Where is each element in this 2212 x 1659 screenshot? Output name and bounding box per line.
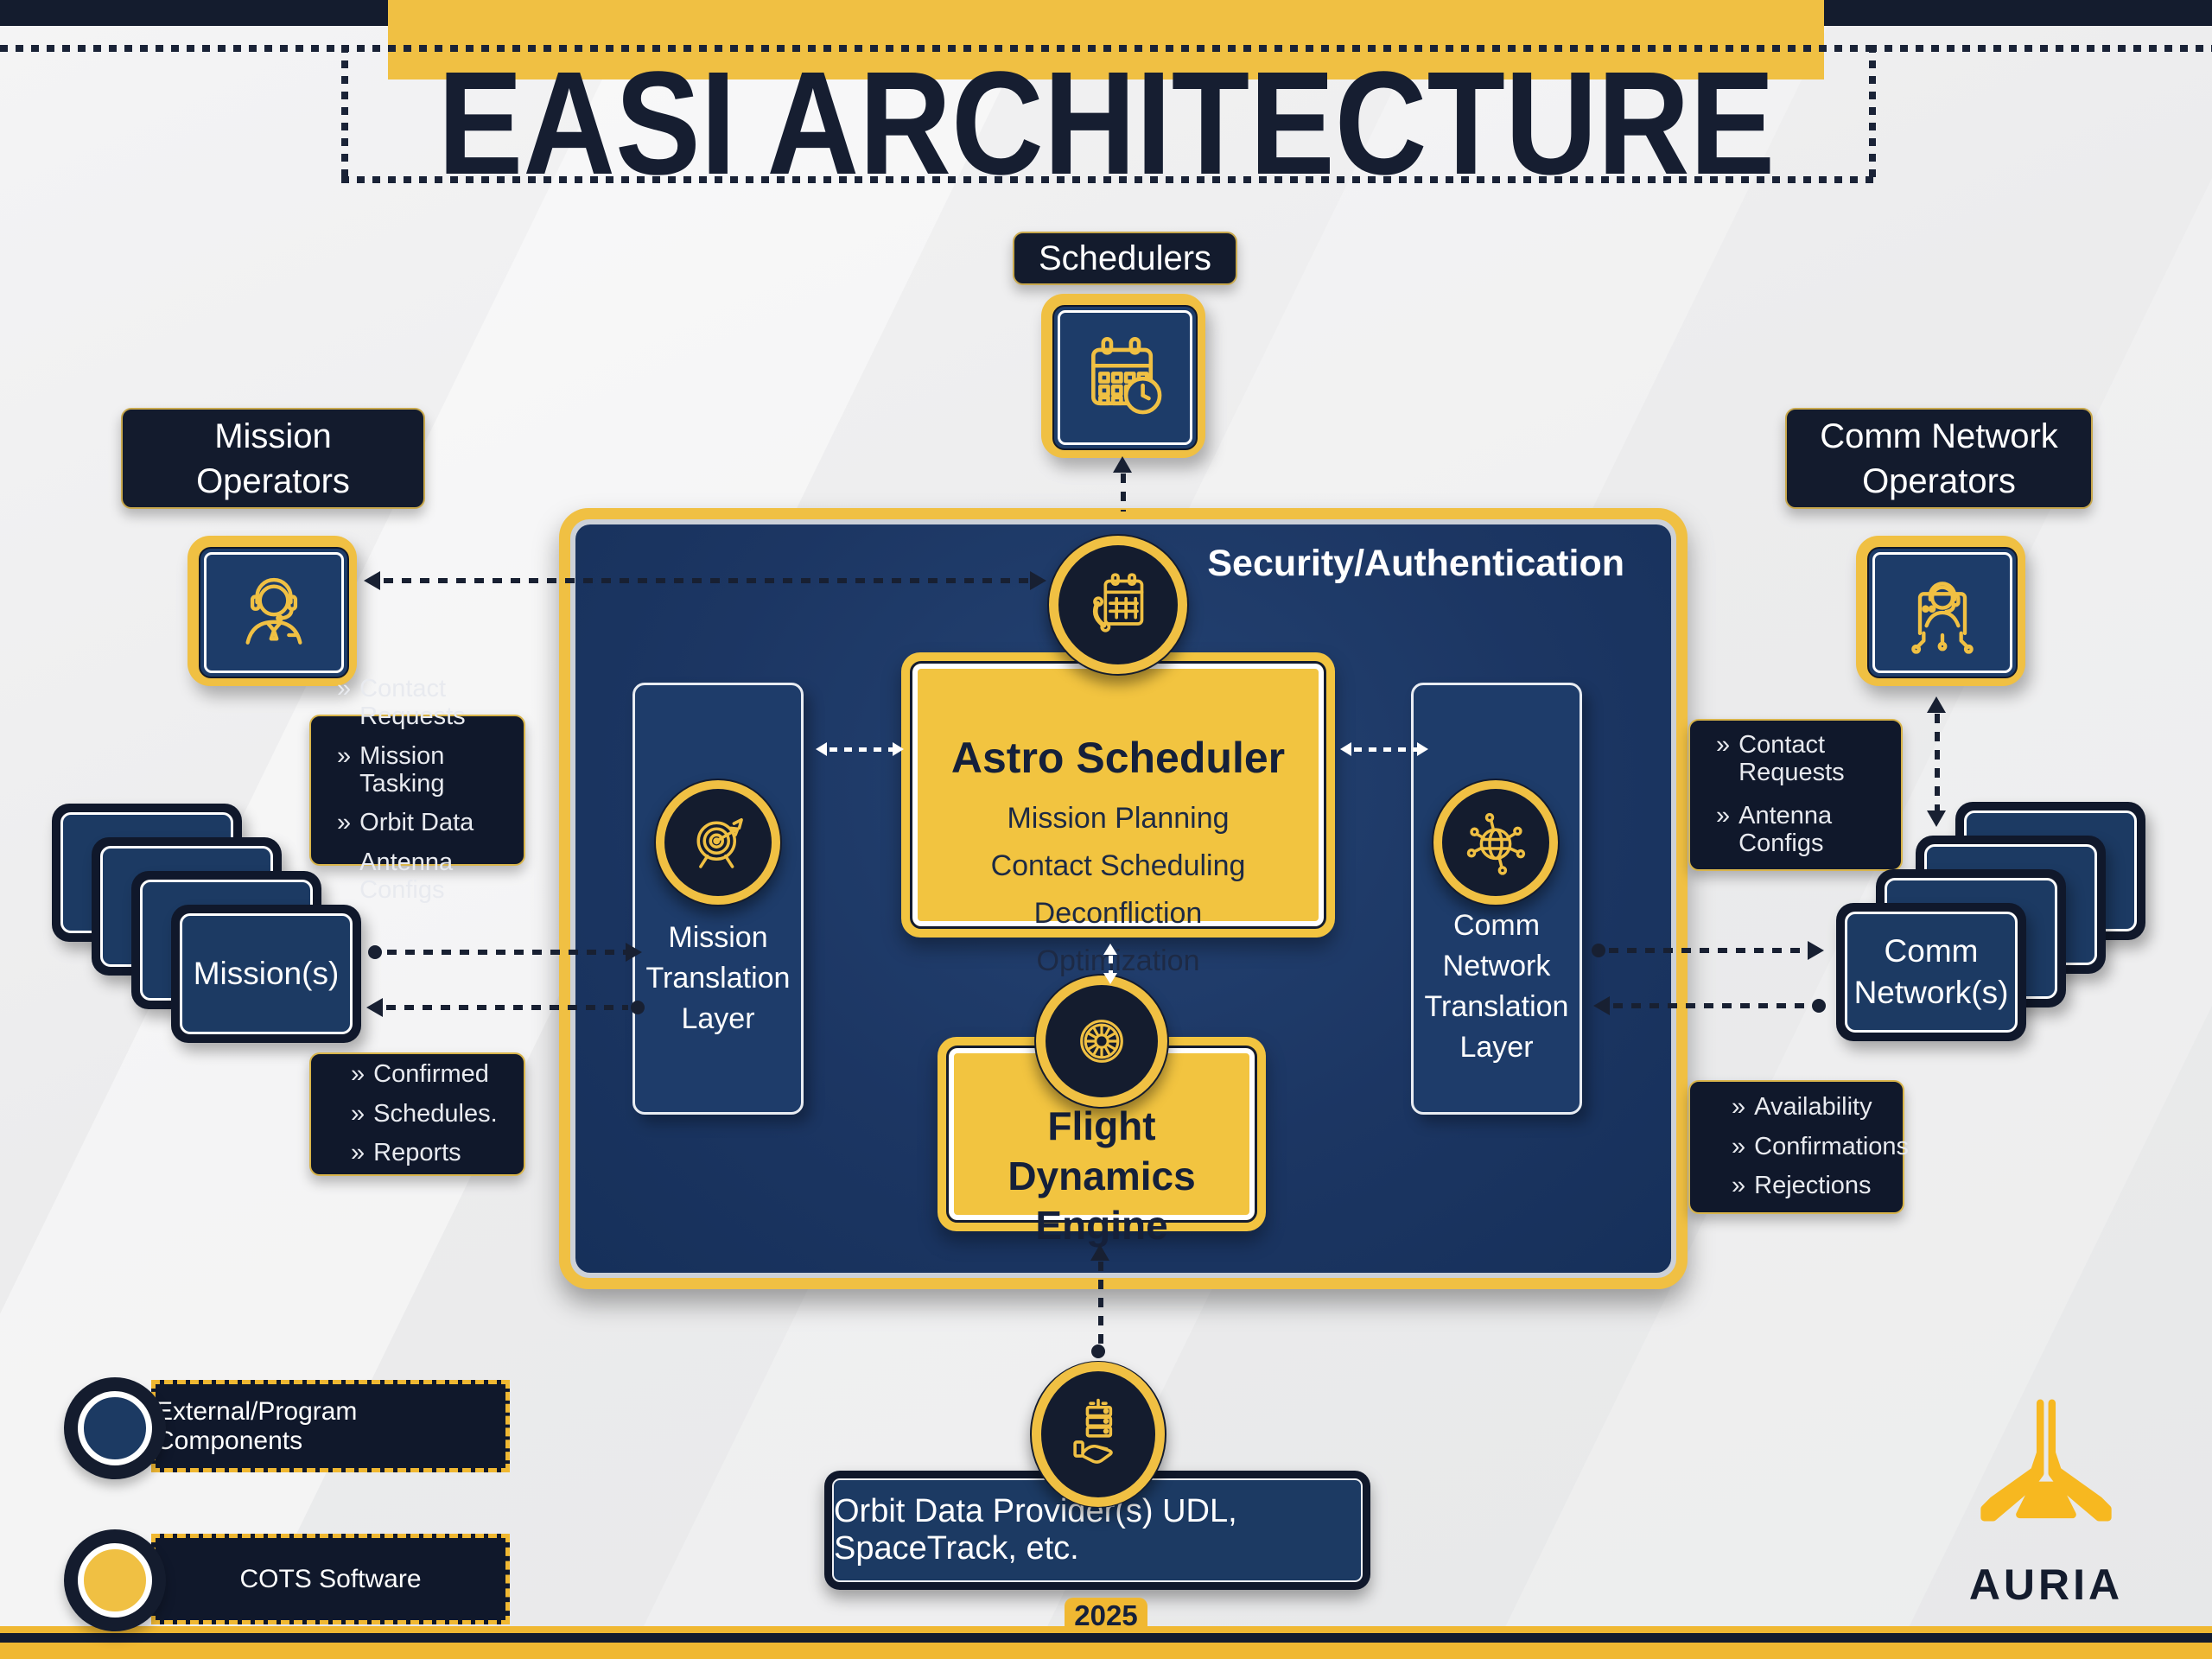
flight-dynamics-engine-label: Flight Dynamics Engine (1007, 1103, 1196, 1248)
missions-card-label: Mission(s) (180, 913, 353, 1034)
mission-outputs-list: »Confirmed »Schedules. »Reports (309, 1052, 525, 1176)
legend-cots-label: COTS Software (151, 1534, 510, 1624)
globe-network-icon (1466, 812, 1526, 875)
list-item: »Contact Requests (337, 674, 466, 730)
list-item: »Orbit Data (337, 809, 474, 837)
comm-inputs-list: »Contact Requests »Antenna Configs (1688, 719, 1903, 871)
title-dash-vleft (341, 45, 348, 183)
comm-operators-label: Comm Network Operators (1785, 408, 2093, 509)
astro-scheduler-functions: Mission Planning Contact Scheduling Deco… (990, 802, 1246, 978)
legend-external-label: External/Program Components (151, 1380, 510, 1472)
flight-dynamics-badge (1034, 974, 1169, 1109)
schedulers-tile (1041, 294, 1205, 458)
server-hand-icon (1073, 1398, 1113, 1464)
list-item: »Confirmed (351, 1059, 489, 1088)
mission-translation-layer-label: Mission Translation Layer (645, 921, 791, 1035)
comm-networks-card: Comm Network(s) (1836, 903, 2026, 1041)
calendar-clock-icon (1091, 337, 1162, 415)
list-item: »Schedules. (351, 1099, 498, 1128)
bottom-navy-bar (0, 1633, 2212, 1643)
schedulers-label: Schedulers (1013, 232, 1237, 285)
list-item: »Confirmations (1732, 1132, 1910, 1160)
bottom-yellow-line (0, 1626, 2212, 1633)
astro-scheduler-badge (1047, 534, 1189, 676)
mission-operators-tile (188, 536, 357, 686)
orbit-data-badge (1030, 1361, 1166, 1508)
engine-wheel-icon (1080, 1020, 1123, 1063)
legend-swatch-cots (64, 1529, 166, 1631)
list-item: »Antenna Configs (359, 849, 454, 905)
comm-networks-card-label: Comm Network(s) (1845, 912, 2018, 1033)
list-item: »Antenna Configs (1716, 802, 1833, 857)
title-dash-bottom (341, 176, 1876, 183)
bottom-yellow-bar (0, 1643, 2212, 1659)
astro-scheduler-panel: Astro Scheduler Mission Planning Contact… (901, 652, 1335, 977)
list-item: »Contact Requests (1716, 731, 1845, 787)
list-item: »Mission Tasking (337, 741, 445, 798)
title-dash-vright (1869, 45, 1876, 183)
list-item: »Availability (1732, 1092, 1872, 1121)
title-dash-left (0, 45, 341, 52)
headset-operator-icon (245, 577, 302, 645)
list-item: »Rejections (1732, 1172, 1872, 1200)
auria-logo-icon (1980, 1399, 2112, 1522)
comm-translation-layer-label: Comm Network Translation Layer (1424, 909, 1569, 1064)
page-title: EASI ARCHITECTURE (437, 41, 1775, 206)
comm-translation-badge (1432, 779, 1560, 906)
operator-terminal-icon (1911, 582, 1974, 654)
target-arrow-icon (696, 818, 743, 868)
missions-card: Mission(s) (171, 905, 361, 1043)
title-dash-right (1869, 45, 2212, 52)
mission-translation-badge (654, 779, 782, 906)
legend-swatch-external (64, 1377, 166, 1479)
comm-outputs-list: »Availability »Confirmations »Rejections (1688, 1080, 1910, 1214)
brand-name: AURIA (1968, 1560, 2124, 1609)
mission-inputs-list: »Contact Requests »Mission Tasking »Orbi… (309, 675, 525, 904)
list-item: »Reports (351, 1139, 461, 1167)
comm-operators-tile (1856, 536, 2025, 686)
top-yellow-bar (388, 0, 1824, 79)
mission-operators-label: Mission Operators (121, 408, 425, 509)
title-dash-top (341, 45, 1876, 52)
calendar-phone-icon (1093, 573, 1144, 632)
astro-scheduler-title: Astro Scheduler (950, 734, 1286, 782)
security-authentication-label: Security/Authentication (1207, 543, 1624, 584)
